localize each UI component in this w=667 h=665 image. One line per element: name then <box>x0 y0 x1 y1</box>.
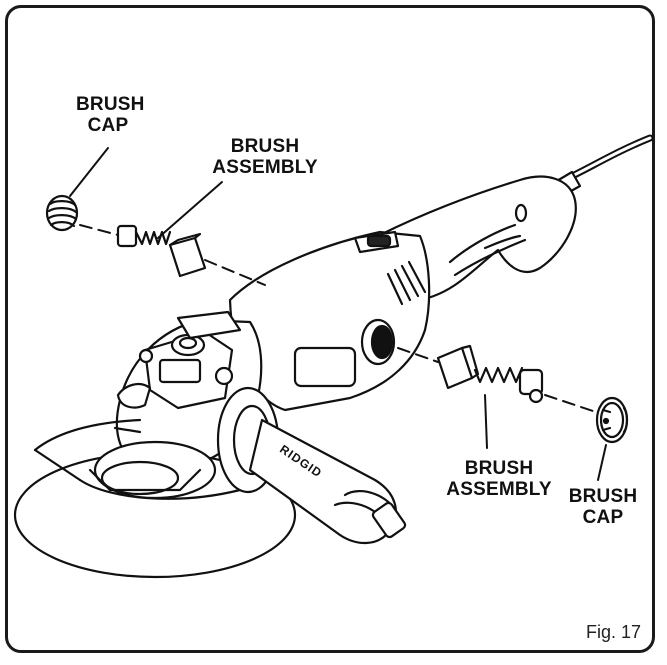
label-brush-assembly-right: BRUSH ASSEMBLY <box>446 458 552 500</box>
carbon-brush-left <box>168 232 207 278</box>
brush-port-right <box>360 318 396 366</box>
label-brush-assembly-left: BRUSH ASSEMBLY <box>212 136 318 178</box>
alignment-line-right <box>397 347 597 413</box>
motor-housing <box>228 230 431 412</box>
brush-spring-left <box>116 224 172 248</box>
brush-cap-left <box>45 194 79 232</box>
label-brush-cap-left: BRUSH CAP <box>76 94 145 136</box>
side-handle <box>216 386 407 545</box>
leader-lines <box>69 147 607 481</box>
brush-spring-right <box>473 366 544 404</box>
figure-caption: Fig. 17 <box>585 622 641 642</box>
carbon-brush-right <box>436 344 480 390</box>
alignment-line-left <box>79 224 266 286</box>
brush-cap-right <box>595 396 629 444</box>
label-brush-cap-right: BRUSH CAP <box>568 486 638 528</box>
wheel-guard <box>13 418 297 579</box>
